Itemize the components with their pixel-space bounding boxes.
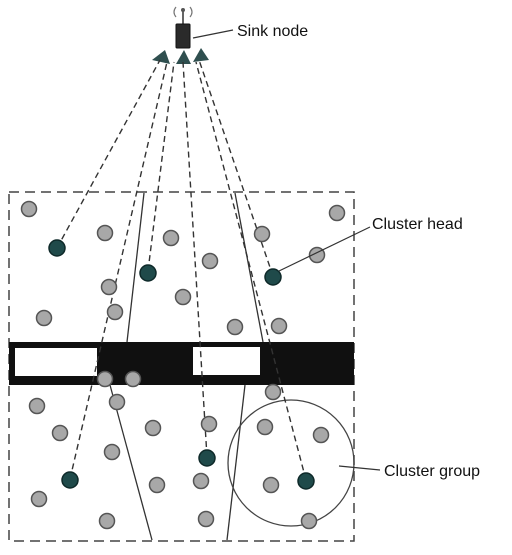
sensor-node bbox=[96, 224, 114, 242]
sensor-node bbox=[35, 309, 53, 327]
sensor-node bbox=[264, 383, 282, 401]
sensor-node bbox=[30, 490, 48, 508]
sink-node-leader bbox=[192, 29, 234, 39]
sensor-node bbox=[98, 512, 116, 530]
sensor-node bbox=[100, 278, 118, 296]
cluster-head-nodes bbox=[48, 239, 315, 490]
sensor-node bbox=[28, 397, 46, 415]
cluster-group-label: Cluster group bbox=[384, 463, 480, 480]
sensor-node bbox=[256, 418, 274, 436]
cluster-head-leader bbox=[278, 226, 371, 272]
cluster-divider-line bbox=[226, 384, 246, 541]
sink-node-label: Sink node bbox=[237, 23, 308, 40]
cluster-head-node bbox=[139, 264, 157, 282]
cluster-head-node bbox=[48, 239, 66, 257]
sensor-node bbox=[106, 303, 124, 321]
sensor-node bbox=[103, 443, 121, 461]
sensor-node bbox=[201, 252, 219, 270]
cluster-head-node bbox=[297, 472, 315, 490]
cluster-divider-line bbox=[234, 192, 264, 343]
sensor-node bbox=[124, 370, 142, 388]
dashed-link bbox=[69, 61, 168, 480]
obstacle-gap bbox=[15, 348, 97, 376]
sensor-node bbox=[96, 370, 114, 388]
sensor-node bbox=[162, 229, 180, 247]
cluster-head-links bbox=[56, 59, 307, 481]
cluster-divider-line bbox=[126, 192, 145, 343]
dashed-link bbox=[198, 59, 274, 277]
dashed-link bbox=[56, 59, 161, 249]
cluster-group-circle bbox=[227, 399, 355, 527]
cluster-head-node bbox=[198, 449, 216, 467]
sensor-node bbox=[108, 393, 126, 411]
sink-node-icon bbox=[152, 6, 209, 64]
dashed-link bbox=[195, 61, 307, 481]
sensor-nodes bbox=[20, 200, 346, 530]
sensor-node bbox=[253, 225, 271, 243]
sensor-node bbox=[51, 424, 69, 442]
sensor-node bbox=[174, 288, 192, 306]
obstacle-gap bbox=[193, 347, 260, 375]
sensor-node bbox=[144, 419, 162, 437]
dashed-link bbox=[147, 61, 175, 272]
sensor-node bbox=[328, 204, 346, 222]
cluster-group-leader bbox=[338, 465, 381, 471]
sensor-node bbox=[197, 510, 215, 528]
sensor-node bbox=[300, 512, 318, 530]
obstacle-band bbox=[9, 342, 354, 385]
sensor-node bbox=[148, 476, 166, 494]
sensor-node bbox=[270, 317, 288, 335]
cluster-divider-line bbox=[109, 384, 153, 541]
cluster-head-label: Cluster head bbox=[372, 216, 463, 233]
cluster-head-node bbox=[264, 268, 282, 286]
dashed-link bbox=[182, 61, 208, 458]
sensor-node bbox=[312, 426, 330, 444]
sensor-node bbox=[192, 472, 210, 490]
sensor-node bbox=[200, 415, 218, 433]
sensor-node bbox=[20, 200, 38, 218]
sensor-node bbox=[262, 476, 280, 494]
sensor-node bbox=[226, 318, 244, 336]
cluster-head-node bbox=[61, 471, 79, 489]
